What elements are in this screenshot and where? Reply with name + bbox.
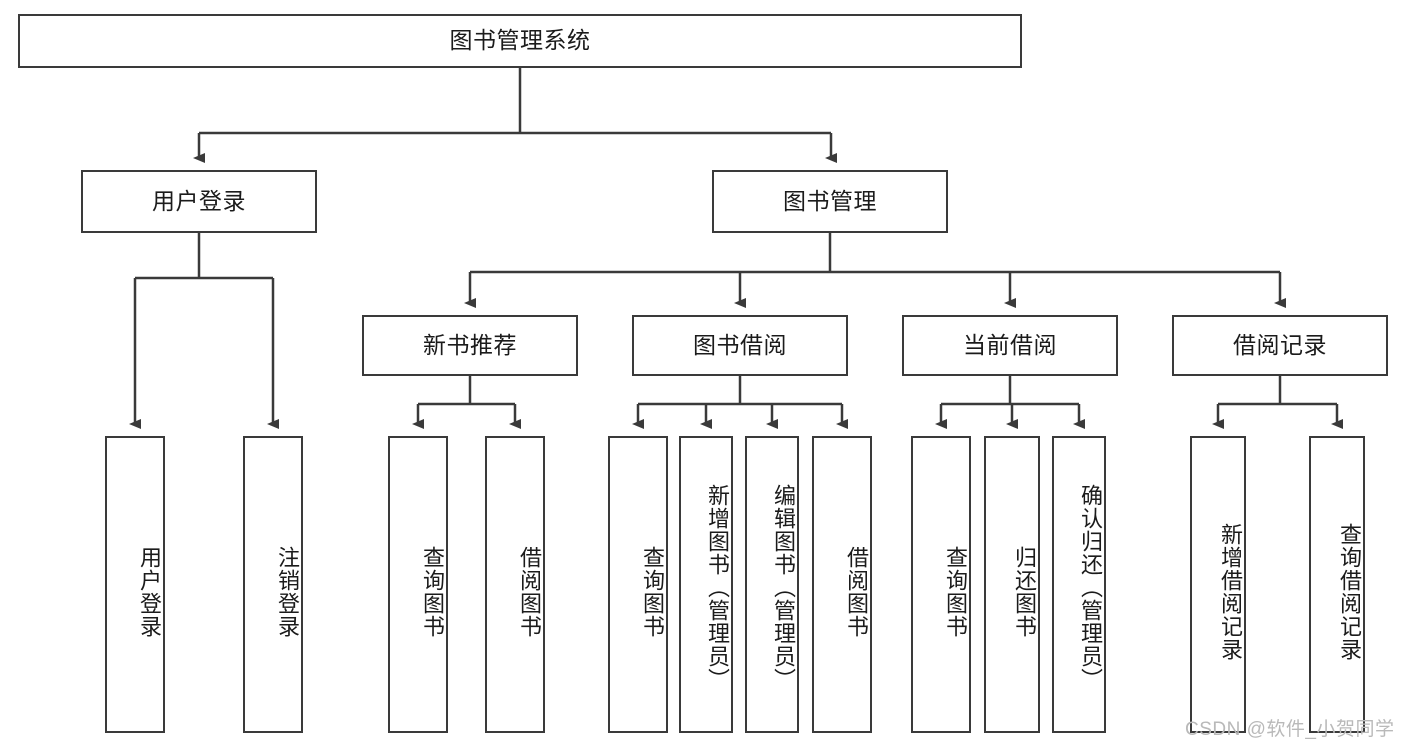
node-leaf-borrow-book-1-label: 借阅图书: [517, 545, 542, 638]
node-leaf-query-book-2-label: 查询图书: [640, 545, 665, 638]
node-leaf-add-record[interactable]: 新增借阅记录: [1190, 436, 1246, 733]
node-leaf-add-book-label: 新增图书（管理员）: [705, 484, 730, 691]
node-leaf-confirm-return-label: 确认归还（管理员）: [1078, 484, 1103, 691]
node-leaf-confirm-return[interactable]: 确认归还（管理员）: [1052, 436, 1106, 733]
node-leaf-add-record-label: 新增借阅记录: [1218, 522, 1243, 661]
node-leaf-edit-book[interactable]: 编辑图书（管理员）: [745, 436, 799, 733]
node-leaf-edit-book-label: 编辑图书（管理员）: [771, 484, 796, 691]
node-user-login-label: 用户登录: [152, 187, 246, 214]
node-leaf-query-book-3[interactable]: 查询图书: [911, 436, 971, 733]
node-leaf-user-logout-label: 注销登录: [275, 545, 300, 638]
node-leaf-user-login[interactable]: 用户登录: [105, 436, 165, 733]
node-leaf-borrow-book-2-label: 借阅图书: [844, 545, 869, 638]
node-new-book-recommend-label: 新书推荐: [423, 331, 517, 358]
node-leaf-query-record[interactable]: 查询借阅记录: [1309, 436, 1365, 733]
node-leaf-query-book-1[interactable]: 查询图书: [388, 436, 448, 733]
node-leaf-borrow-book-2[interactable]: 借阅图书: [812, 436, 872, 733]
node-root-label: 图书管理系统: [449, 27, 591, 54]
node-root-system[interactable]: 图书管理系统: [18, 14, 1022, 68]
node-borrow-record[interactable]: 借阅记录: [1172, 315, 1388, 376]
node-leaf-query-book-3-label: 查询图书: [943, 545, 968, 638]
node-leaf-user-login-label: 用户登录: [137, 545, 162, 638]
node-book-borrow[interactable]: 图书借阅: [632, 315, 848, 376]
node-book-borrow-label: 图书借阅: [693, 331, 787, 358]
node-leaf-user-logout[interactable]: 注销登录: [243, 436, 303, 733]
node-book-manage-label: 图书管理: [783, 187, 877, 214]
node-leaf-query-record-label: 查询借阅记录: [1337, 522, 1362, 661]
node-current-borrow[interactable]: 当前借阅: [902, 315, 1118, 376]
node-book-manage[interactable]: 图书管理: [712, 170, 948, 233]
node-leaf-borrow-book-1[interactable]: 借阅图书: [485, 436, 545, 733]
csdn-watermark: CSDN @软件_小贺同学: [1185, 719, 1395, 740]
node-leaf-return-book-label: 归还图书: [1012, 545, 1037, 638]
node-user-login[interactable]: 用户登录: [81, 170, 317, 233]
node-leaf-query-book-1-label: 查询图书: [420, 545, 445, 638]
node-new-book-recommend[interactable]: 新书推荐: [362, 315, 578, 376]
node-leaf-return-book[interactable]: 归还图书: [984, 436, 1040, 733]
node-borrow-record-label: 借阅记录: [1233, 331, 1327, 358]
node-leaf-add-book[interactable]: 新增图书（管理员）: [679, 436, 733, 733]
node-leaf-query-book-2[interactable]: 查询图书: [608, 436, 668, 733]
node-current-borrow-label: 当前借阅: [963, 331, 1057, 358]
